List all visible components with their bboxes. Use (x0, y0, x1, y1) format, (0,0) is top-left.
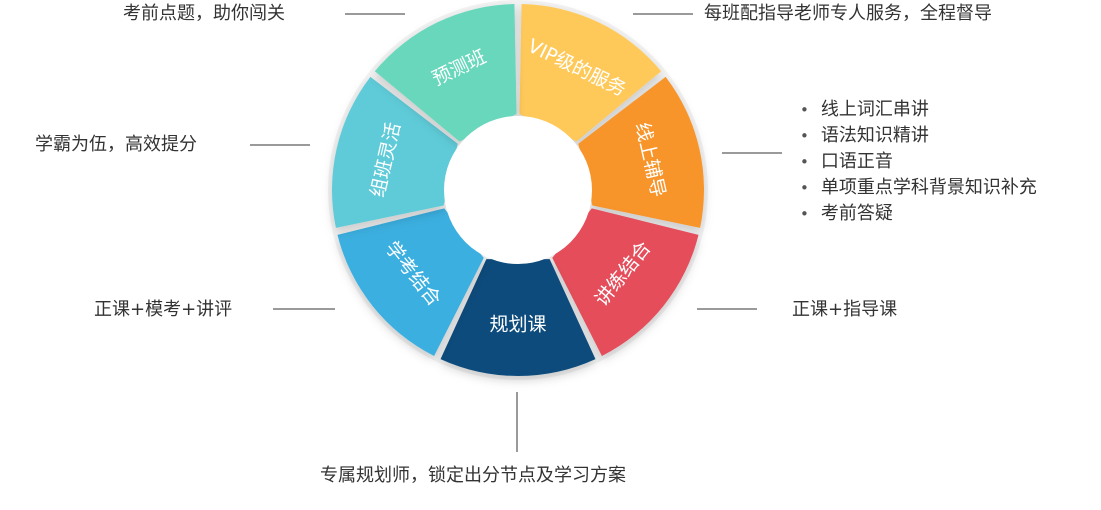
segment-shape (552, 208, 699, 357)
segment-shape (519, 4, 662, 142)
segment-shape (331, 76, 458, 228)
online-item: 单项重点学科背景知识补充 (800, 175, 1037, 201)
segment-study[interactable]: 学考结合 (337, 208, 484, 357)
segment-group[interactable]: 组班灵活 (331, 76, 458, 228)
connector-predict (345, 13, 405, 15)
connector-online (722, 152, 782, 154)
note-practice: 正课+指导课 (792, 299, 898, 320)
online-item: 考前答疑 (800, 201, 1037, 227)
segment-shape (374, 4, 517, 142)
online-item: 语法知识精讲 (800, 123, 1037, 149)
connector-group (250, 144, 310, 146)
segment-vip[interactable]: VIP级的服务 (519, 4, 662, 142)
online-items-list: 线上词汇串讲 语法知识精讲 口语正音 单项重点学科背景知识补充 考前答疑 (800, 97, 1037, 227)
segment-practice[interactable]: 讲练结合 (552, 208, 699, 357)
note-vip: 每班配指导老师专人服务，全程督导 (704, 3, 992, 24)
connector-practice (697, 308, 757, 310)
online-item: 线上词汇串讲 (800, 97, 1037, 123)
note-plan: 专属规划师，锁定出分节点及学习方案 (320, 465, 626, 486)
segment-shape (440, 259, 596, 376)
connector-plan (516, 392, 518, 452)
segment-label: 规划课 (489, 314, 546, 336)
segment-shape (578, 76, 704, 228)
connector-vip (633, 13, 693, 15)
segment-shape (337, 208, 484, 357)
segment-online[interactable]: 线上辅导 (578, 76, 704, 228)
note-predict: 考前点题，助你闯关 (123, 3, 285, 24)
segment-predict[interactable]: 预测班 (374, 4, 517, 142)
segment-plan[interactable]: 规划课 (440, 259, 596, 376)
online-item: 口语正音 (800, 149, 1037, 175)
note-group: 学霸为伍，高效提分 (35, 134, 197, 155)
wheel-center (444, 116, 592, 264)
note-study: 正课+模考+讲评 (94, 299, 233, 320)
connector-study (273, 308, 335, 310)
